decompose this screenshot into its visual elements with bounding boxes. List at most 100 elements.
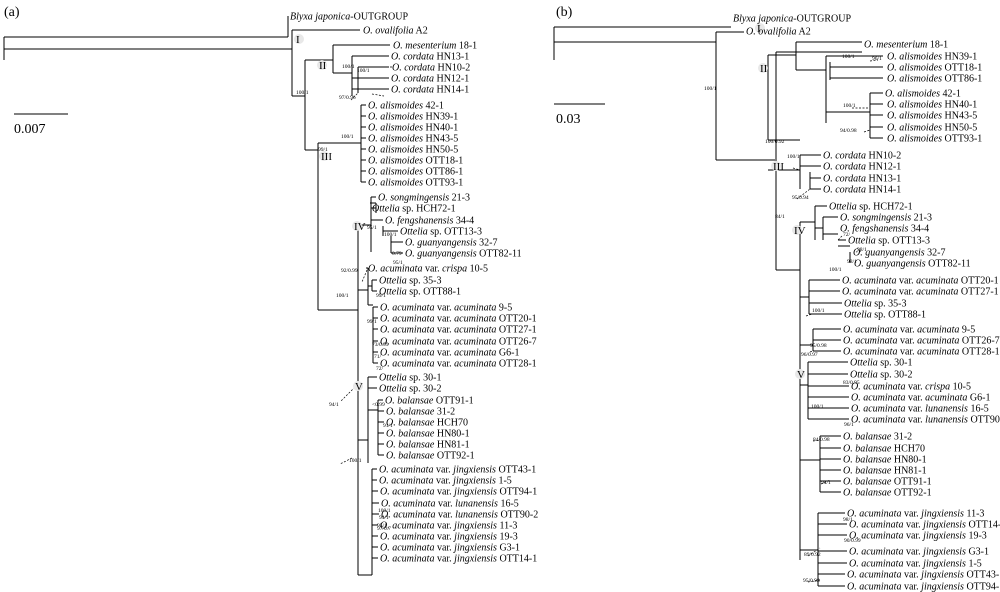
tip-species: O. acuminata [851, 393, 905, 404]
tip-species: O. songmingensis [840, 213, 911, 224]
support-value: 98/1 [847, 259, 857, 265]
support-leader [792, 167, 801, 171]
tip-variety: acuminata [925, 393, 967, 404]
tip-specimen: 42-1 [423, 101, 444, 112]
tip-label: O. acuminata var. acuminata OTT20-1 [842, 276, 999, 287]
tip-label: O. acuminata var. jingxiensis OTT94-1 [847, 582, 1000, 592]
tip-label: O. guanyangensis OTT82-11 [405, 249, 522, 260]
tip-species: O. alismoides [887, 134, 942, 145]
tip-specimen: var. [435, 510, 455, 521]
tip-specimen: OTT93-1 [942, 134, 982, 145]
tip-specimen: 9-5 [496, 303, 512, 314]
tip-label: O. balansae 31-2 [386, 407, 455, 418]
support-value: 90/0.99 [844, 538, 861, 544]
tip-specimen: var. [901, 570, 921, 581]
tip-label: O. balansae OTT91-1 [843, 477, 932, 488]
tip-species: O. alismoides [368, 123, 423, 134]
tip-species: Ottelia [379, 384, 407, 395]
support-leader [809, 350, 814, 353]
support-value: 83/0.95 [843, 380, 860, 386]
tip-species: O. acuminata [380, 521, 434, 532]
tip-species: O. guanyangensis [853, 248, 925, 259]
support-value: 100/1 [342, 64, 355, 70]
tip-specimen: HCH70 [891, 444, 925, 455]
tip-species: O. alismoides [368, 145, 423, 156]
support-value: 97/0.7 [377, 526, 391, 532]
clade-label: III [773, 161, 784, 173]
support-leader [371, 93, 385, 97]
tip-label: O. alismoides HN50-5 [368, 145, 458, 156]
tip-specimen: OTT91-1 [891, 477, 931, 488]
tip-species: O. acuminata [380, 543, 434, 554]
tip-specimen: HN81-1 [434, 440, 469, 451]
tip-variety: jingxiensis [451, 476, 496, 487]
tip-label: O. guanyangensis 32-7 [853, 248, 946, 259]
tip-label: O. acuminata var. acuminata OTT26-7 [843, 336, 1000, 347]
support-value: 92/0.99 [341, 268, 358, 274]
tip-species: O. acuminata [851, 382, 905, 393]
tip-label: O. balansae OTT91-1 [385, 396, 474, 407]
tip-species: O. cordata [392, 63, 435, 74]
tip-specimen: sp. HCH72-1 [400, 204, 456, 215]
clade-marker [317, 60, 327, 70]
tip-specimen: sp. 30-2 [878, 370, 913, 381]
tip-variety: lunanensis [455, 499, 498, 510]
tip-specimen: OTT14-1 [966, 520, 1000, 531]
clade-label: V [797, 369, 805, 381]
tip-specimen: 21-3 [449, 193, 470, 204]
tip-label: Ottelia sp. HCH72-1 [829, 202, 913, 213]
tip-specimen: OTT26-7 [959, 336, 999, 347]
tip-species: O. acuminata [380, 487, 434, 498]
tip-specimen: OTT93-1 [423, 178, 463, 189]
tip-specimen: OTT28-1 [959, 347, 999, 358]
tip-species: O. acuminata [379, 465, 433, 476]
support-value: 100/0.92 [765, 139, 785, 145]
tip-label: O. fengshanensis 34-4 [840, 224, 929, 235]
tip-specimen: var. [905, 382, 925, 393]
clade-marker [294, 34, 304, 44]
scale-value-a: 0.007 [14, 122, 46, 137]
tip-species: O. acuminata [380, 348, 434, 359]
tip-label: O. acuminata var. lunanensis 16-5 [851, 404, 989, 415]
tip-label: O. acuminata var. jingxiensis OTT43-1 [379, 465, 536, 476]
tip-variety: jingxiensis [452, 554, 497, 565]
tip-label: O. acuminata var. jingxiensis 11-3 [380, 521, 517, 532]
tip-specimen: var. [903, 547, 923, 558]
tip-specimen: sp. HCH72-1 [857, 202, 913, 213]
tip-species: O. acuminata [368, 264, 422, 275]
tip-specimen: sp. OTT13-3 [876, 236, 930, 247]
support-value: 99/1 [367, 319, 377, 325]
support-value: 84/0.98 [813, 437, 830, 443]
tip-specimen: 10-5 [950, 382, 971, 393]
tip-species: Blyxa japonica [290, 12, 350, 23]
tip-species: O. alismoides [887, 52, 942, 63]
support-value: 89/0.92 [804, 552, 821, 558]
tip-species: O. acuminata [380, 532, 434, 543]
tip-specimen: 19-3 [966, 531, 987, 542]
tip-specimen: 11-3 [964, 509, 984, 520]
tip-label: O. cordata HN10-2 [392, 63, 470, 74]
tip-label: O. acuminata var. lunanensis OTT90-2 [381, 510, 538, 521]
tip-label: Ottelia sp. 30-1 [379, 373, 442, 384]
clade-marker [352, 221, 362, 231]
tip-label: O. alismoides HN43-5 [368, 134, 458, 145]
tip-label: O. acuminata var. jingxiensis 1-5 [849, 559, 982, 570]
tip-label: O. acuminata var. acuminata OTT28-1 [380, 359, 537, 370]
tip-species: O. acuminata [380, 554, 434, 565]
tip-specimen: 32-7 [925, 248, 946, 259]
tip-specimen: OTT27-1 [958, 287, 998, 298]
tip-specimen: 10-5 [467, 264, 488, 275]
support-value: 100/1 [384, 232, 397, 238]
tip-specimen: sp. OTT88-1 [872, 310, 926, 321]
tip-specimen: sp. 30-2 [407, 384, 442, 395]
support-value: 95/0.98 [810, 343, 827, 349]
tip-specimen: HN80-1 [434, 429, 469, 440]
tip-specimen: HN81-1 [891, 466, 926, 477]
tip-species: Ottelia [379, 276, 407, 287]
tip-variety: acuminata [917, 336, 959, 347]
tip-specimen: OTT20-1 [496, 314, 536, 325]
tip-species: O. alismoides [887, 74, 942, 85]
tip-specimen: var. [434, 554, 454, 565]
tip-specimen: OTT86-1 [423, 167, 463, 178]
tip-label: O. alismoides HN39-1 [368, 112, 458, 123]
